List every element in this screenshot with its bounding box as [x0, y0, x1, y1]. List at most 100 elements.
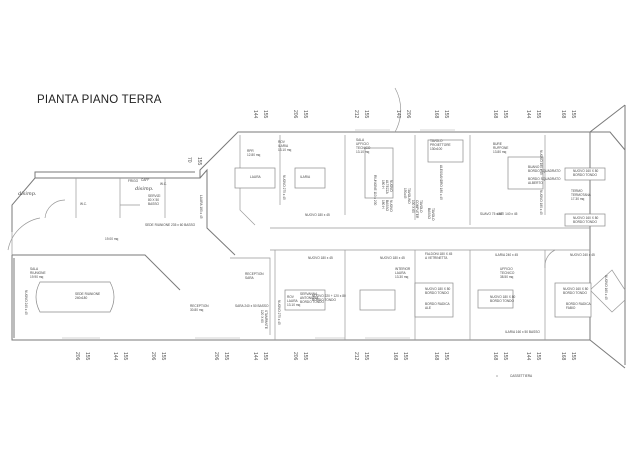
dimension-label: 144 [525, 110, 531, 119]
dimension-label: 155 [302, 110, 308, 119]
room-label-sara-basso: SARA 240 x 50 BASSO [235, 304, 269, 308]
dimension-label: 155 [502, 352, 508, 361]
room-label-laura-desk: LAURA [250, 175, 262, 179]
dimension-label: 155 [302, 352, 308, 361]
dimension-label: 144 [112, 352, 118, 361]
dimension-label: 155 [363, 110, 369, 119]
room-label-nuovo-180-right-b: NUOVO 180 x 45 [539, 190, 543, 215]
dimension-label: 155 [502, 110, 508, 119]
room-label-wc-1: W.C. [80, 202, 87, 206]
plan-title: PIANTA PIANO TERRA [37, 94, 162, 106]
dimension-label: 168 [392, 352, 398, 361]
dimension-label: 70 [186, 157, 192, 163]
dimension-label: 144 [252, 110, 258, 119]
room-label-caffe: CAFF [141, 178, 149, 182]
room-label-tavolo-computer: TAVOLOCOMPUTER100 X 60 [411, 200, 423, 219]
dimension-label: 155 [223, 352, 229, 361]
room-label-suavo: SUAVO 75 x 45 [480, 212, 502, 216]
dimension-label: 212 [353, 352, 359, 361]
dimension-label: 155 [84, 352, 90, 361]
room-label-riunione-table: RIUNIONE 110 x 200 [373, 175, 377, 205]
legend: □ CASSETTIERA [496, 374, 533, 378]
dimension-label: 155 [363, 352, 369, 361]
dimension-label: 206 [213, 352, 219, 361]
dimension-label: 155 [443, 110, 449, 119]
room-label-disimpegno-right: disimp. [135, 186, 154, 192]
room-label-nuovo-180-top: NUOVO 180 x 45 [305, 213, 330, 217]
room-label-sede-riunione-basso: SEDE RIUNIONE 235 x 60 BASSO [145, 223, 196, 227]
room-label-stampante: STAMPANTE120 X 60 [260, 310, 268, 329]
dimension-label: 155 [122, 352, 128, 361]
dimension-label: 140 [395, 110, 401, 119]
dimension-label: 155 [262, 352, 268, 361]
dimension-label: 168 [560, 352, 566, 361]
room-label-tavolo-basso: TAVOLOBASSO [427, 208, 435, 221]
room-label-ilaria-basso: ILARIA 160 x 50 BASSO [505, 330, 540, 334]
room-label-tavolino: TAVOLINO150x45 [403, 188, 411, 204]
room-label-nuovo-240-left: NUOVO 240 x 45 [24, 290, 28, 315]
room-label-nuovo-basso: NUOVOBASSO180 H [381, 200, 393, 212]
dimension-label: 155 [570, 110, 576, 119]
dimension-label: 206 [292, 352, 298, 361]
dimension-labels: 70 155 144 155 206 155 212 155 140 206 168 155 168 15… [74, 110, 576, 361]
dimension-label: 155 [402, 352, 408, 361]
room-label-anti: ANTI 140 x 45 [497, 212, 518, 216]
room-label-disimpegno-left: disimp. [18, 191, 37, 197]
dimension-label: 206 [150, 352, 156, 361]
furniture [35, 139, 606, 318]
dimension-label: 212 [353, 110, 359, 119]
room-label-corridor: 19.00 mq [105, 237, 119, 241]
room-label-nuovo-240-right: NUOVO 240 x 45 [570, 253, 595, 257]
dimension-label: 168 [560, 110, 566, 119]
dimension-label: 206 [74, 352, 80, 361]
room-label-nuovo-armadio: NUOVOALTEZZA180 H [381, 180, 393, 195]
dimension-label: 155 [443, 352, 449, 361]
dimension-label: 168 [433, 110, 439, 119]
dimension-label: 144 [525, 352, 531, 361]
dimension-label: 155 [196, 157, 202, 166]
room-label-alessandro-cabinet: ALESSANDRO 180 x 45 [439, 165, 443, 200]
room-label-wc-2: W.C. [160, 182, 167, 186]
cassettiera-symbol: □ [496, 374, 498, 378]
room-label-nuovo-180-right-a: NUOVO 180 x 45 [539, 150, 543, 175]
dimension-label: 155 [570, 352, 576, 361]
dimension-label: 155 [262, 110, 268, 119]
cassettiera-label: CASSETTIERA [510, 374, 533, 378]
dimension-label: 168 [433, 352, 439, 361]
room-label-laura-cabinet: LAURA 180 x 45 [199, 195, 203, 219]
room-label-nuovo-180-bottom-b: NUOVO 180 x 45 [380, 256, 405, 260]
dimension-label: 144 [252, 352, 258, 361]
room-label-nuovo-275-bottom: NUOVO 275 x 45 [277, 300, 281, 325]
dimension-label: 155 [535, 352, 541, 361]
room-label-nuovo-160-side: NUOVO 160 x 45 [604, 275, 608, 300]
room-label-ilaria-240: ILARIA 240 x 45 [495, 253, 518, 257]
dimension-label: 168 [492, 352, 498, 361]
dimension-label: 155 [160, 352, 166, 361]
room-label-ilaria-desk: ILARIA [300, 175, 311, 179]
room-label-nuovo-275-top: NUOVO 275 x 45 [282, 175, 286, 200]
room-label-frigo: FRIGO [128, 179, 139, 183]
